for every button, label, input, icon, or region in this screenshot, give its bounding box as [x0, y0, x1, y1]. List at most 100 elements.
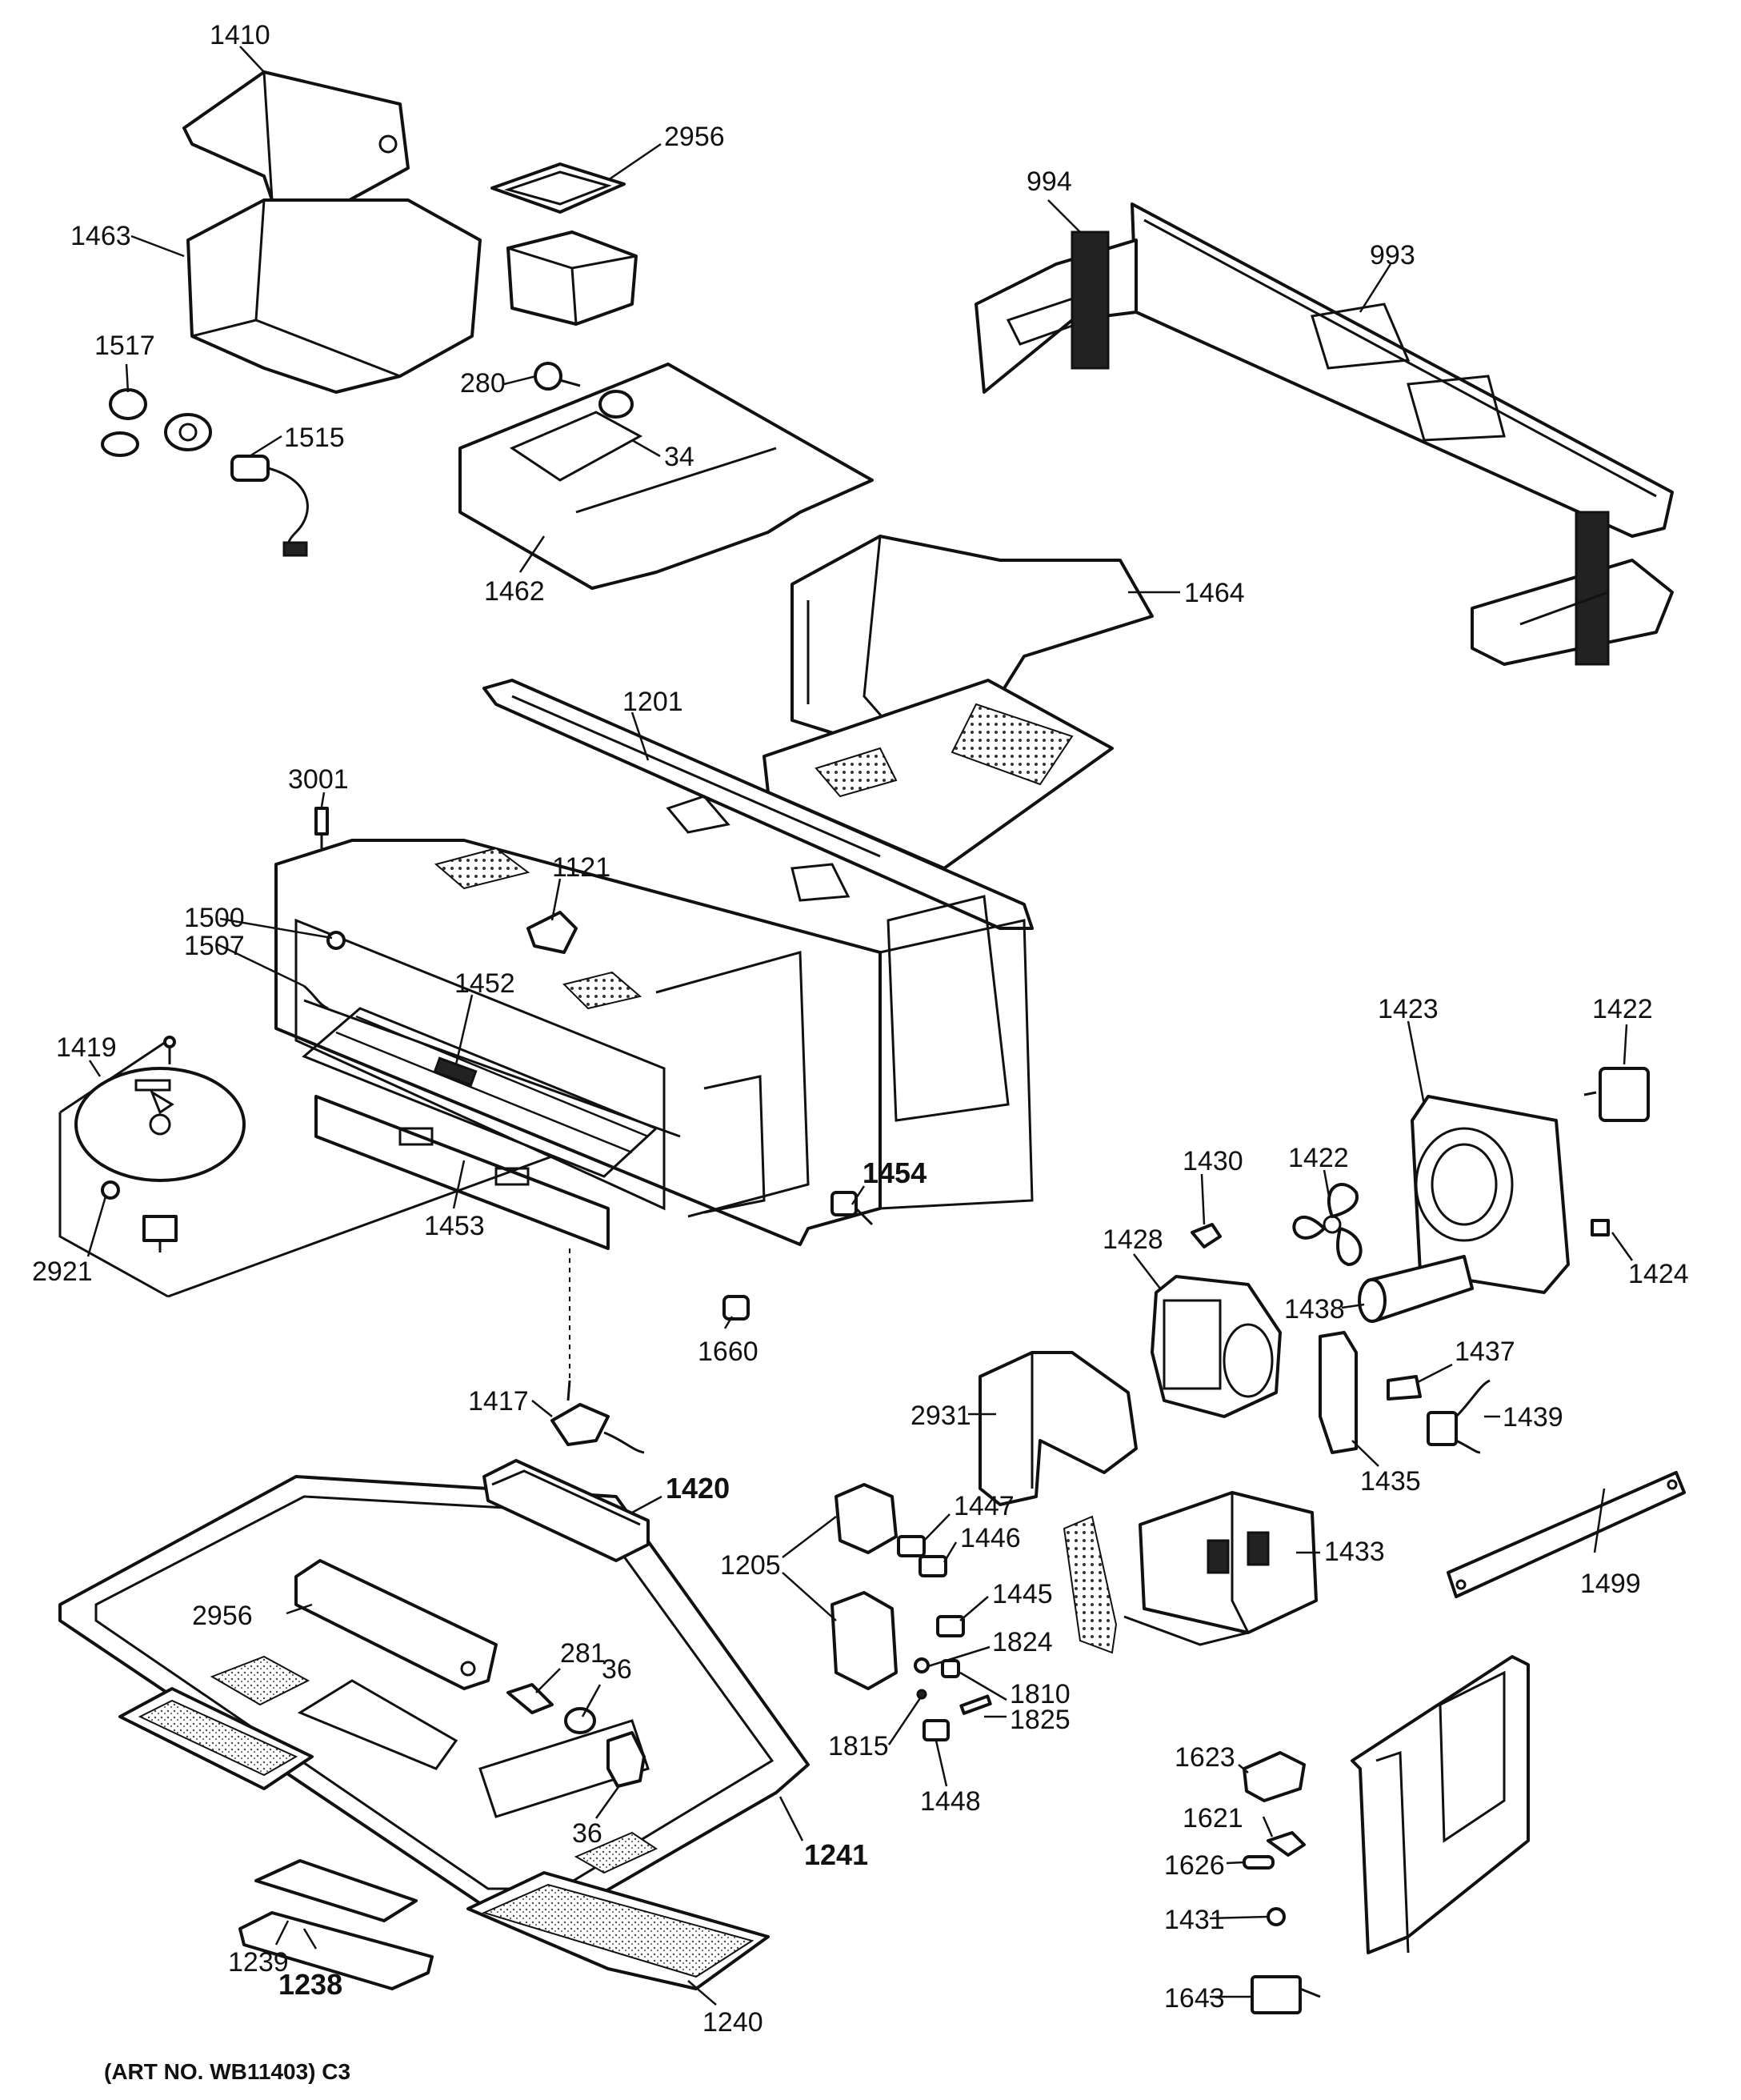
part-mesh-shield — [1063, 1515, 1118, 1654]
callout-1824: 1824 — [992, 1627, 1053, 1657]
part-1623-relay — [1243, 1751, 1306, 1802]
callout-1201: 1201 — [622, 687, 683, 717]
part-1240-filter — [466, 1871, 770, 1990]
callout-1452: 1452 — [454, 968, 515, 999]
callout-labels: 1410 2956 994 993 1463 1517 280 34 1515 … — [32, 20, 1689, 2038]
part-1433-transformer — [1123, 1491, 1318, 1646]
callout-1240: 1240 — [702, 2007, 763, 2038]
callout-1453: 1453 — [424, 1211, 485, 1241]
part-1438-capacitor — [1358, 1255, 1474, 1323]
callout-1410: 1410 — [210, 20, 270, 50]
part-1462-tray — [458, 363, 874, 590]
part-2956-top — [490, 162, 638, 326]
callout-1238: 1238 — [278, 1968, 342, 2001]
leader-lines — [86, 46, 1634, 2006]
callout-994: 994 — [1027, 166, 1072, 197]
callout-1445: 1445 — [992, 1579, 1053, 1609]
callout-993: 993 — [1370, 240, 1415, 271]
callout-1507: 1507 — [184, 931, 245, 961]
part-1463-box — [186, 198, 482, 394]
callout-1660: 1660 — [698, 1337, 758, 1367]
callout-1454: 1454 — [862, 1156, 927, 1189]
callout-2931: 2931 — [911, 1401, 971, 1431]
callout-1435: 1435 — [1360, 1466, 1421, 1497]
part-1417-motor — [550, 1380, 645, 1454]
part-filter-inserts — [118, 1655, 658, 1874]
part-1430-thermostat — [1191, 1223, 1222, 1248]
callout-1810: 1810 — [1010, 1679, 1071, 1709]
part-1422-motor — [1583, 1067, 1650, 1122]
part-side-panel — [1351, 1655, 1530, 1954]
callout-1464: 1464 — [1184, 578, 1245, 608]
part-1517-cord-clamp — [101, 388, 212, 457]
part-1660-sensor — [722, 1295, 750, 1321]
part-2956-duct — [294, 1559, 498, 1690]
part-36-lamp-holder — [606, 1731, 646, 1788]
callout-1423: 1423 — [1378, 994, 1439, 1024]
part-1424-clip — [1591, 1219, 1610, 1236]
part-oven-cavity — [274, 839, 1034, 1246]
part-1626-fuse — [1243, 1855, 1275, 1870]
part-3001-screw — [314, 807, 329, 848]
part-1205-switch-holder-upper — [834, 1483, 898, 1554]
part-switches — [897, 1535, 992, 1741]
callout-36-lower: 36 — [572, 1818, 602, 1849]
part-1419-turntable — [58, 1036, 553, 1298]
callout-1422-motor: 1422 — [1592, 994, 1653, 1024]
callout-1448: 1448 — [920, 1786, 981, 1817]
part-2931-duct — [979, 1351, 1138, 1506]
callout-36-upper: 36 — [602, 1654, 632, 1685]
callout-1621: 1621 — [1183, 1803, 1243, 1833]
part-1499-rail — [1447, 1471, 1686, 1598]
part-1643-filter — [1251, 1975, 1321, 2014]
callout-1419: 1419 — [56, 1032, 117, 1063]
part-1121-latch — [526, 911, 578, 954]
callout-1643: 1643 — [1164, 1983, 1225, 2014]
part-994-right-bracket — [1471, 511, 1674, 666]
callout-1431: 1431 — [1164, 1905, 1225, 1935]
callout-1825: 1825 — [1010, 1705, 1071, 1735]
part-994-left-bracket — [975, 230, 1138, 394]
callout-1239: 1239 — [228, 1947, 289, 1978]
callout-1424: 1424 — [1628, 1259, 1689, 1289]
callout-1499: 1499 — [1580, 1569, 1641, 1599]
callout-1417: 1417 — [468, 1386, 529, 1417]
part-1410-cover — [182, 70, 410, 218]
callout-1422-fan: 1422 — [1288, 1143, 1349, 1173]
callout-1439: 1439 — [1503, 1402, 1563, 1433]
part-281-socket — [506, 1683, 596, 1734]
art-number: (ART NO. WB11403) C3 — [104, 2059, 350, 2084]
callout-1420: 1420 — [666, 1472, 730, 1505]
part-1422-fan-blade — [1292, 1183, 1363, 1266]
callout-1626: 1626 — [1164, 1850, 1225, 1881]
callout-1241: 1241 — [804, 1838, 868, 1871]
callout-280: 280 — [460, 368, 506, 399]
callout-1121: 1121 — [552, 852, 610, 883]
callout-1430: 1430 — [1183, 1146, 1243, 1176]
part-1454-switch — [830, 1191, 874, 1226]
part-1435-bracket — [1319, 1331, 1358, 1454]
callout-34: 34 — [664, 442, 694, 472]
callout-1205: 1205 — [720, 1550, 781, 1581]
callout-1437: 1437 — [1455, 1337, 1515, 1367]
part-1437-bracket — [1387, 1375, 1422, 1401]
part-1201-back-panel — [482, 679, 1034, 930]
callout-1462: 1462 — [484, 576, 545, 607]
part-1621-fuse-holder — [1267, 1831, 1306, 1857]
part-1428-magnetron — [1151, 1275, 1282, 1418]
callout-1463: 1463 — [70, 221, 131, 251]
callout-1433: 1433 — [1324, 1537, 1385, 1567]
callout-2921: 2921 — [32, 1256, 93, 1287]
callout-281: 281 — [560, 1638, 606, 1669]
callout-1428: 1428 — [1103, 1224, 1163, 1255]
callout-1446: 1446 — [960, 1523, 1021, 1553]
callout-1500: 1500 — [184, 903, 245, 933]
callout-2956-base: 2956 — [192, 1601, 253, 1631]
part-1238-1239-lamp-lens — [238, 1859, 434, 1990]
part-280-lamp — [534, 362, 581, 391]
callout-1447: 1447 — [954, 1491, 1015, 1521]
part-1420-cover — [482, 1459, 650, 1562]
callout-1815: 1815 — [828, 1731, 889, 1761]
part-1439-diode — [1427, 1379, 1491, 1454]
